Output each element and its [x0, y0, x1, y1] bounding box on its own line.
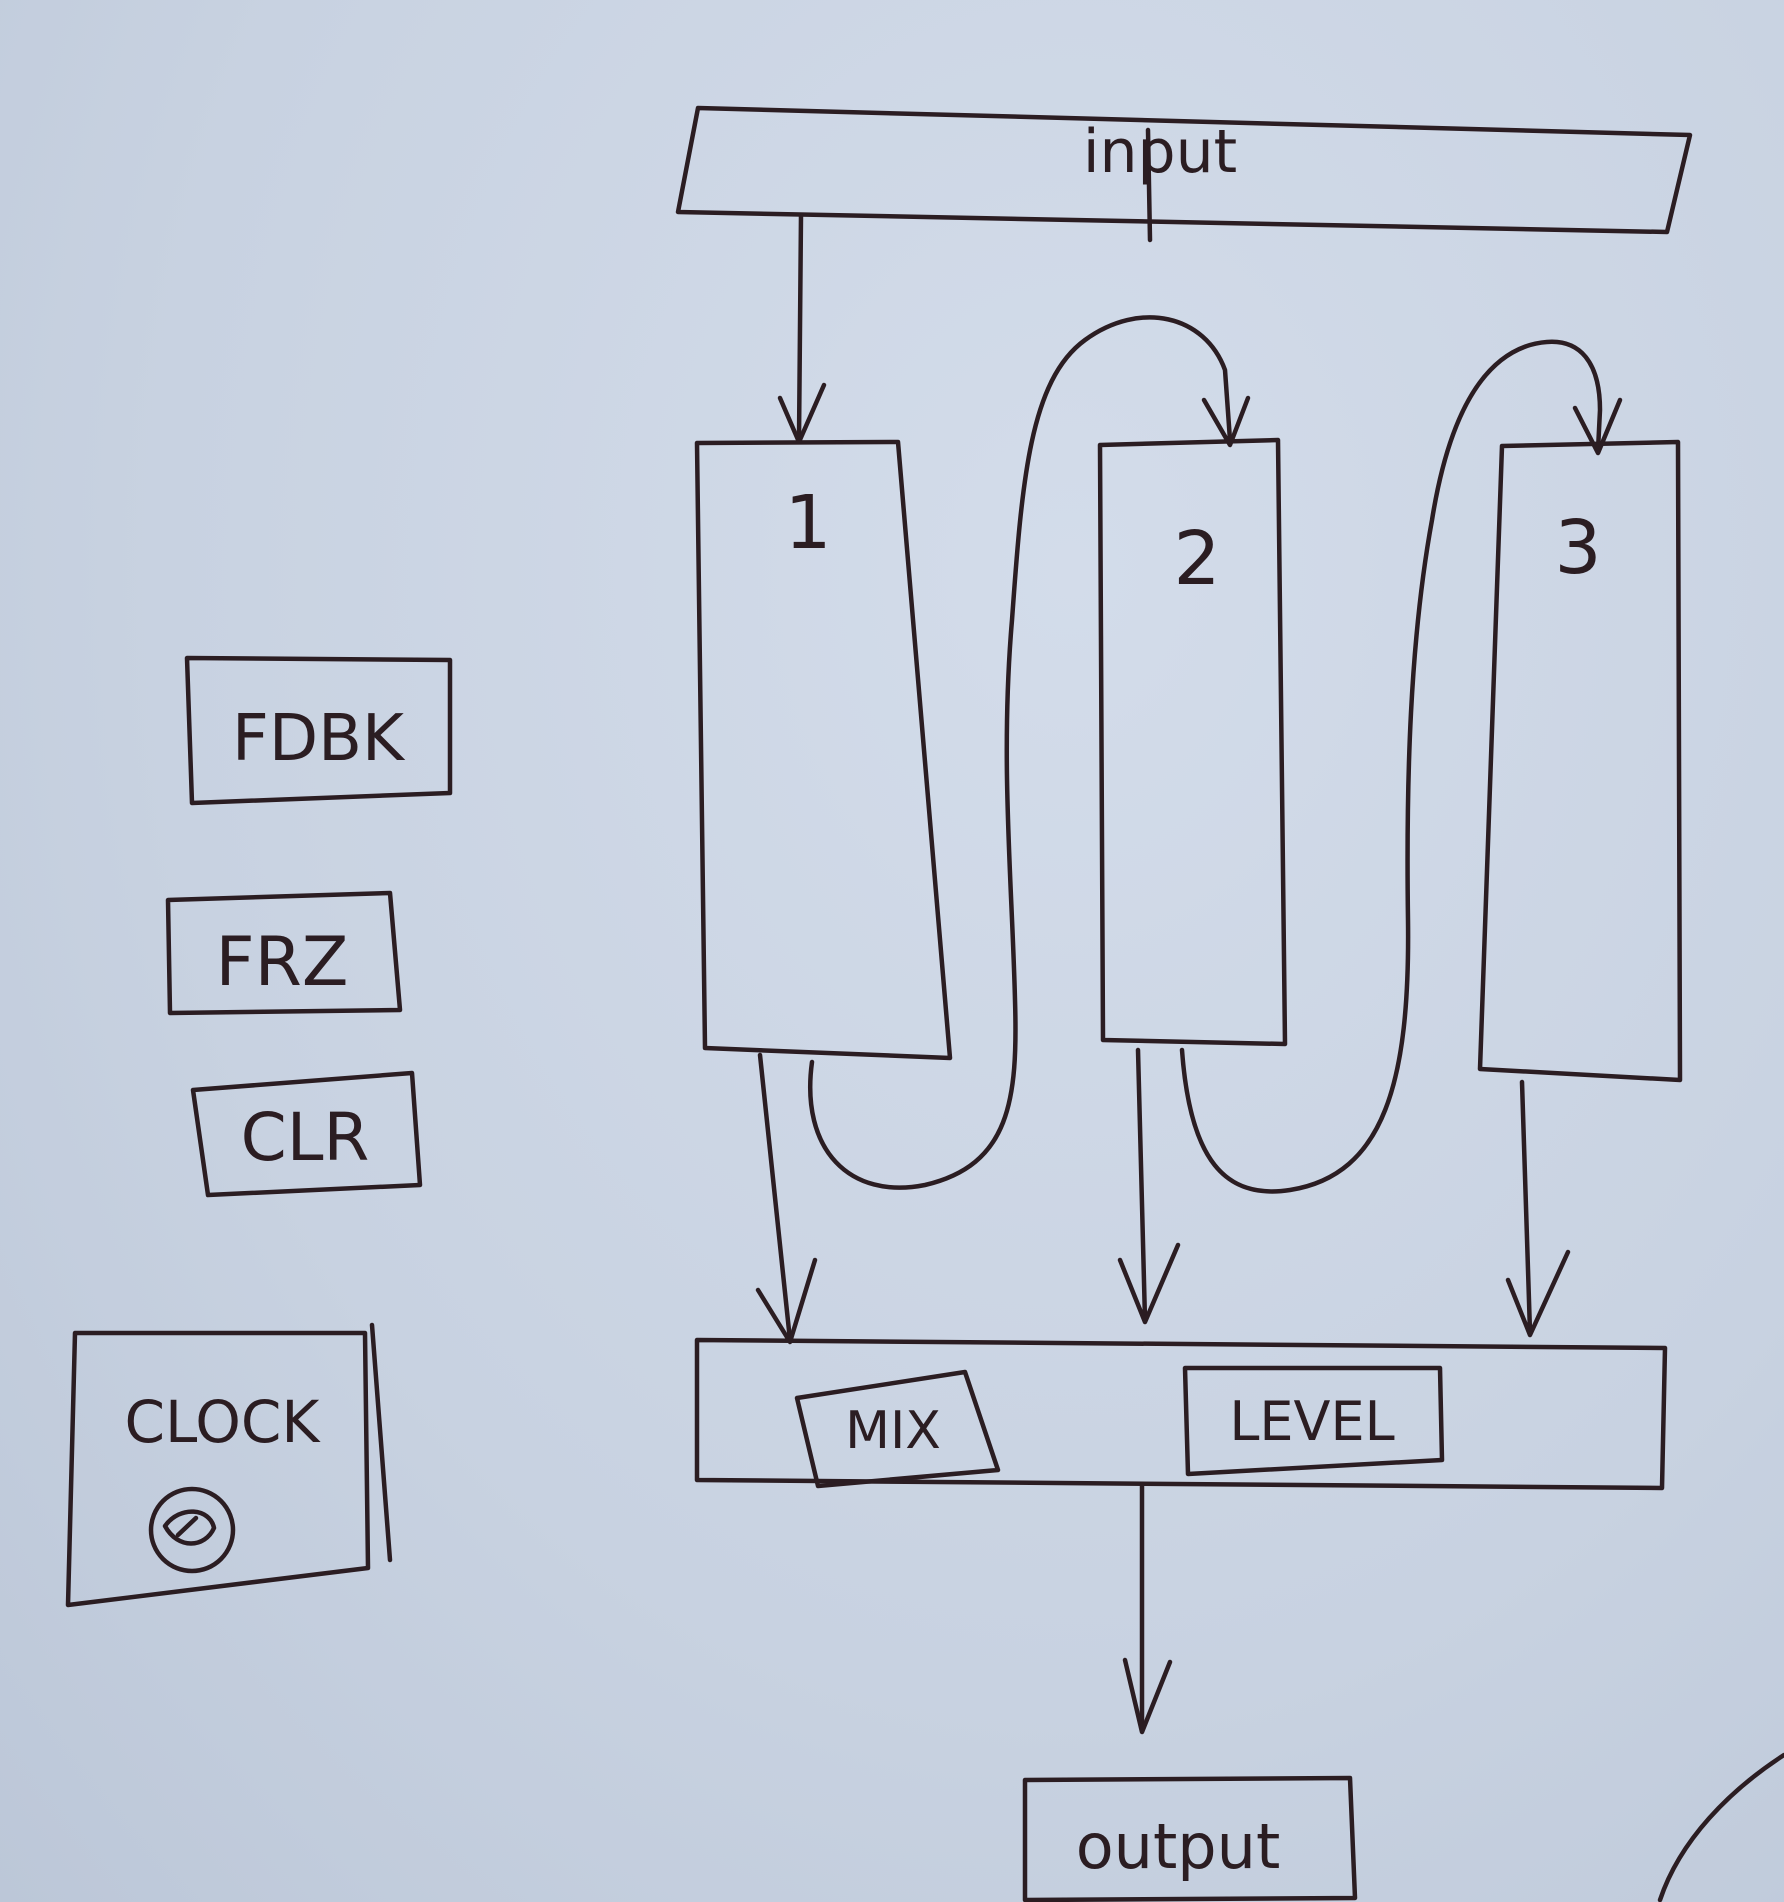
channel-1-block[interactable]: 1: [694, 439, 953, 1061]
input-block: input: [675, 105, 1693, 243]
route-channel-1-to-2: [808, 315, 1251, 1190]
clear-label: CLR: [241, 1099, 370, 1176]
arrow-channel-3-to-mixer: [1505, 1079, 1571, 1338]
channel-3-label: 3: [1554, 505, 1601, 591]
route-channel-2-to-3: [1179, 339, 1623, 1194]
output-block: output: [1022, 1775, 1358, 1902]
freeze-button[interactable]: FRZ: [165, 890, 403, 1016]
clock-block: CLOCK: [65, 1322, 393, 1608]
arrow-mixer-to-output: [1122, 1481, 1173, 1735]
mix-label: MIX: [845, 1401, 941, 1461]
channel-1-label: 1: [784, 480, 831, 566]
output-label: output: [1076, 1810, 1281, 1883]
channel-3-block[interactable]: 3: [1477, 439, 1683, 1083]
feedback-label: FDBK: [232, 702, 406, 776]
mix-control[interactable]: MIX: [794, 1369, 1001, 1489]
arrow-channel-1-to-mixer: [755, 1052, 818, 1345]
clock-label: CLOCK: [125, 1388, 322, 1456]
arrow-input-to-channel-1: [777, 212, 827, 445]
input-label: input: [1083, 117, 1237, 187]
clear-button[interactable]: CLR: [190, 1070, 423, 1198]
arrow-channel-2-to-mixer: [1117, 1047, 1181, 1325]
freeze-label: FRZ: [216, 923, 349, 1002]
level-label: LEVEL: [1229, 1390, 1394, 1453]
knob-icon[interactable]: [148, 1486, 236, 1574]
mixer-block: [694, 1337, 1668, 1491]
level-control[interactable]: LEVEL: [1182, 1365, 1445, 1477]
stray-pen-mark: [1657, 1752, 1784, 1902]
channel-2-label: 2: [1173, 516, 1220, 602]
channel-2-block[interactable]: 2: [1097, 437, 1288, 1047]
feedback-button[interactable]: FDBK: [184, 655, 453, 806]
